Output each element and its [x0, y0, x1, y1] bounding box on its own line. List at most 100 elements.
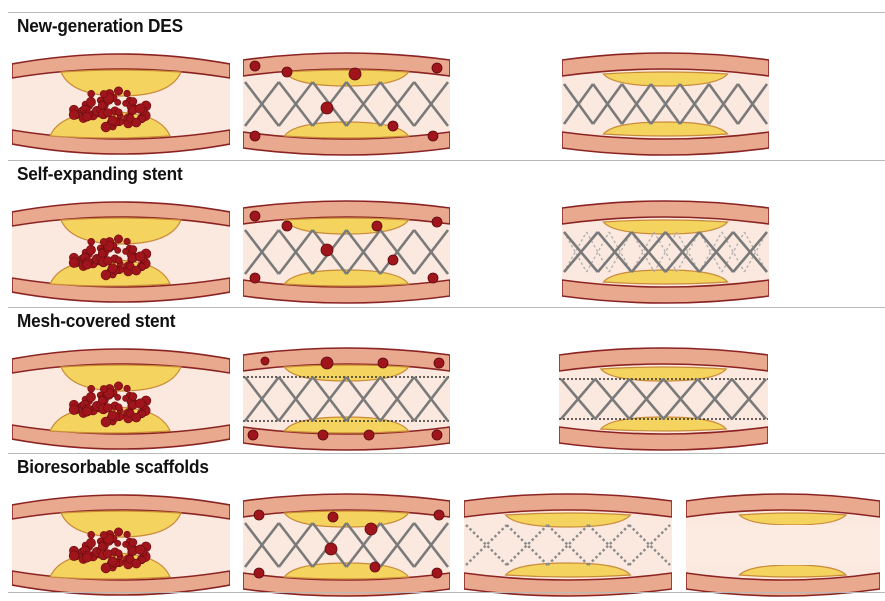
- stent-implant-panel: [243, 489, 450, 601]
- thrombus-cell: [114, 382, 122, 390]
- healed-panel: [559, 343, 768, 455]
- thrombus-particle: [432, 430, 442, 440]
- thrombus-cell: [115, 540, 121, 546]
- thrombus-particle: [428, 273, 438, 283]
- thrombus-particle: [328, 512, 338, 522]
- thrombus-particle: [321, 357, 333, 369]
- row-title: Bioresorbable scaffolds: [17, 456, 209, 478]
- thrombus-cell: [115, 109, 122, 116]
- thrombus-particle: [432, 568, 442, 578]
- thrombus-cell: [132, 266, 141, 275]
- thrombus-cell: [98, 102, 106, 110]
- thrombus-cell: [129, 393, 137, 401]
- thrombus-cell: [123, 541, 129, 547]
- thrombus-particle: [318, 430, 328, 440]
- thrombus-particle: [248, 430, 258, 440]
- thrombus-cell: [114, 528, 122, 536]
- thrombus-particle: [261, 357, 269, 365]
- row-title: Mesh-covered stent: [17, 310, 175, 332]
- bottom-divider: [8, 592, 885, 593]
- thrombus-cell: [123, 100, 129, 106]
- thrombus-particle: [434, 358, 444, 368]
- healed-panel: [562, 196, 769, 308]
- thrombus-cell: [115, 247, 121, 253]
- thrombus-cell: [98, 397, 106, 405]
- lesion-panel: [12, 48, 230, 160]
- thrombus-cell: [100, 531, 107, 538]
- thrombus-particle: [250, 131, 260, 141]
- thrombus-cell: [124, 531, 131, 538]
- thrombus-particle: [250, 61, 260, 71]
- thrombus-cell: [83, 407, 92, 416]
- thrombus-cell: [83, 112, 92, 121]
- thrombus-cell: [114, 235, 122, 243]
- lesion-panel: [12, 343, 230, 455]
- thrombus-particle: [321, 102, 333, 114]
- thrombus-particle: [388, 255, 398, 265]
- lesion-panel: [12, 489, 230, 601]
- thrombus-cell: [88, 238, 95, 245]
- thrombus-cell: [136, 104, 146, 114]
- restored-lumen: [686, 525, 880, 565]
- row-title: New-generation DES: [17, 15, 183, 37]
- thrombus-cell: [124, 90, 131, 97]
- thrombus-cell: [115, 404, 122, 411]
- thrombus-cell: [98, 543, 106, 551]
- row-1: New-generation DES: [8, 12, 885, 13]
- resorbed-panel: [686, 489, 880, 601]
- thrombus-cell: [136, 545, 146, 555]
- healed-panel: [562, 48, 769, 160]
- thrombus-cell: [115, 257, 122, 264]
- thrombus-particle: [250, 273, 260, 283]
- thrombus-cell: [83, 553, 92, 562]
- thrombus-cell: [129, 246, 137, 254]
- thrombus-cell: [86, 538, 95, 547]
- thrombus-particle: [364, 430, 374, 440]
- thrombus-cell: [124, 385, 131, 392]
- healed-panel: [464, 489, 672, 601]
- thrombus-cell: [100, 90, 107, 97]
- thrombus-cell: [83, 260, 92, 269]
- thrombus-cell: [124, 238, 131, 245]
- thrombus-particle: [372, 221, 382, 231]
- lesion-panel: [12, 196, 230, 308]
- thrombus-particle: [434, 510, 444, 520]
- thrombus-cell: [115, 99, 121, 105]
- thrombus-cell: [69, 551, 79, 561]
- thrombus-particle: [282, 221, 292, 231]
- row-2: Self-expanding stent: [8, 160, 885, 161]
- thrombus-cell: [114, 87, 122, 95]
- thrombus-cell: [129, 98, 137, 106]
- thrombus-particle: [349, 68, 361, 80]
- thrombus-cell: [100, 385, 107, 392]
- thrombus-cell: [69, 258, 79, 268]
- stent-implant-panel: [243, 196, 450, 308]
- thrombus-particle: [254, 510, 264, 520]
- row-4: Bioresorbable scaffolds: [8, 453, 885, 454]
- thrombus-cell: [86, 97, 95, 106]
- thrombus-particle: [432, 217, 442, 227]
- thrombus-cell: [132, 413, 141, 422]
- thrombus-particle: [428, 131, 438, 141]
- thrombus-cell: [132, 559, 141, 568]
- thrombus-cell: [98, 250, 106, 258]
- thrombus-cell: [115, 550, 122, 557]
- thrombus-cell: [129, 539, 137, 547]
- thrombus-cell: [104, 109, 113, 118]
- thrombus-particle: [321, 244, 333, 256]
- thrombus-cell: [123, 395, 129, 401]
- thrombus-particle: [370, 562, 380, 572]
- thrombus-particle: [282, 67, 292, 77]
- thrombus-cell: [104, 404, 113, 413]
- thrombus-cell: [69, 110, 79, 120]
- stent-implant-panel: [243, 48, 450, 160]
- thrombus-cell: [132, 118, 141, 127]
- thrombus-particle: [432, 63, 442, 73]
- thrombus-cell: [88, 385, 95, 392]
- stent-implant-panel: [243, 343, 450, 455]
- thrombus-cell: [123, 248, 129, 254]
- thrombus-cell: [69, 405, 79, 415]
- thrombus-cell: [104, 550, 113, 559]
- thrombus-cell: [136, 252, 146, 262]
- thrombus-cell: [100, 238, 107, 245]
